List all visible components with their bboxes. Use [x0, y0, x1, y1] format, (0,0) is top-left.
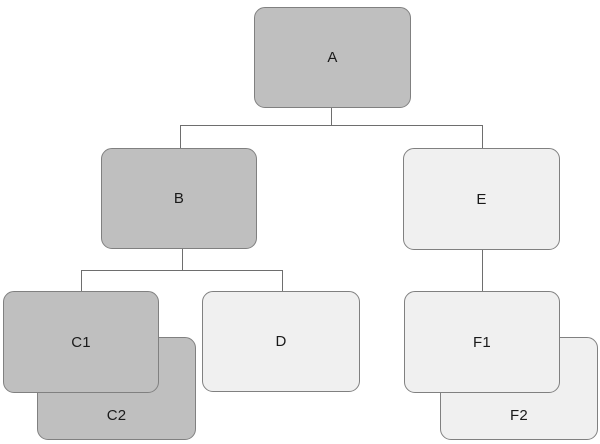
node-a[interactable]: A: [254, 7, 411, 108]
edge-a-bus: [180, 125, 483, 126]
node-f2-label: F2: [510, 407, 528, 424]
edge-b-to-c1: [81, 270, 82, 292]
node-c2-label: C2: [106, 407, 127, 424]
edge-a-to-e: [482, 125, 483, 149]
node-c1[interactable]: C1: [3, 291, 159, 393]
node-f1-label: F1: [473, 333, 491, 351]
node-b[interactable]: B: [101, 148, 257, 249]
node-b-label: B: [173, 190, 185, 207]
edge-e-to-f1: [482, 250, 483, 292]
node-a-label: A: [327, 49, 338, 66]
edge-b-to-d: [282, 270, 283, 292]
node-e[interactable]: E: [403, 148, 560, 250]
node-d-label: D: [275, 333, 287, 350]
edge-b-stem: [182, 248, 183, 270]
edge-a-stem: [331, 107, 332, 126]
node-d[interactable]: D: [202, 291, 360, 392]
node-f1[interactable]: F1: [404, 291, 560, 393]
node-e-label: E: [476, 190, 487, 208]
node-c1-label: C1: [71, 333, 91, 351]
edge-a-to-b: [180, 125, 181, 149]
edge-b-bus: [81, 270, 283, 271]
